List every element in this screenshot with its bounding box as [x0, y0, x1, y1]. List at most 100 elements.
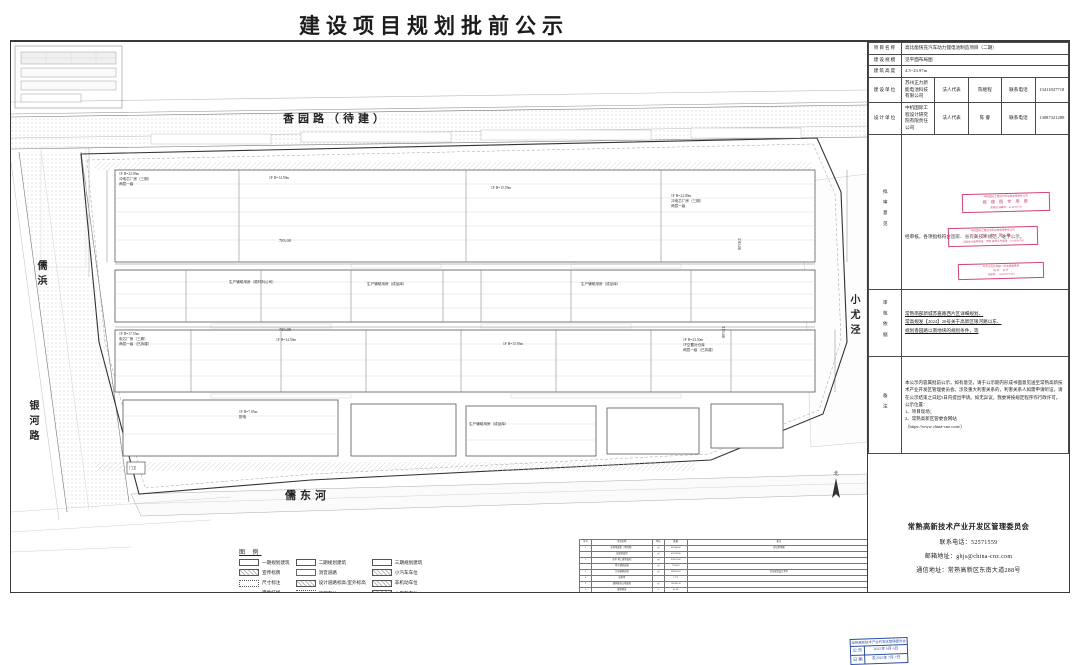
footer-email-row: 邮箱地址：ghjs@china-cnz.com [925, 551, 1013, 560]
basis-line: 常熟南部新城苏嘉路西片区详细规划、 [905, 310, 984, 316]
build-height-value: 4.5~23.97m [901, 65, 1069, 78]
road-label-xiangyuan: 香园路（待建） [283, 113, 388, 125]
legend-label: 二期规划建筑 [318, 559, 347, 565]
stamp-report-seal: 中机国际工程设计研究院有限责任公司 报 建 图 专 用 章 资质证书编号：A14… [961, 191, 1051, 213]
building-note: 生产辅助用房（原材料公司） [229, 280, 276, 285]
build-unit-rep-label: 法人代表 [934, 76, 969, 103]
legend-label: 尺寸标注 [262, 580, 281, 586]
legend-item: 用地红线 [239, 590, 290, 592]
building-storeys: 两层一级（已拆建） [119, 341, 152, 346]
table-row-basis: 审核依据 常熟南部新城苏嘉路西片区详细规划、 常高规发【2024】20号关于高新… [849, 288, 1069, 665]
econ-cell: 容积率 [590, 574, 653, 582]
legend-item: 非机动车位 [371, 579, 423, 587]
project-name-value: 高比能快充汽车动力锂电池制造项目（二期） [901, 42, 1069, 55]
econ-cell: 建筑密度 [590, 586, 653, 592]
basis-cell: 常熟南部新城苏嘉路西片区详细规划、 常高规发【2024】20号关于高新区银河路以… [849, 288, 1069, 665]
legend-item: 宣传标牌 [239, 569, 290, 577]
panel-divider [867, 41, 868, 593]
legend-column: 三期规划建筑 小汽车车位 非机动车位 大巴车车位 绿地 [371, 559, 423, 592]
footer-addr: 常熟高新区东南大道288号 [947, 568, 1021, 574]
footer-addr-label: 通信地址： [916, 568, 948, 574]
build-unit-tel-label: 联系电话 [1001, 76, 1036, 103]
stamp-drawing-seal: 中机国际工程设计研究院有限责任公司 定 图 专 用 章 工程设计资质等级：甲级 … [947, 225, 1039, 247]
legend-swatch-road [295, 569, 316, 577]
remark-paragraph[interactable]: （https://www.china-cnz.com/） [905, 423, 965, 429]
building-name: 门卫 [129, 466, 137, 470]
econ-cell [686, 550, 867, 558]
remark-label-text: 备注 [883, 392, 889, 414]
stamp-org: 中机国际工程设计研究院有限责任公司 [970, 227, 1015, 233]
remark-paragraph: 1、项目现场； [905, 409, 935, 415]
legend-item: 一期规划建筑 [239, 559, 290, 566]
opinion-label: 拟审意见 [868, 133, 902, 290]
econ-cell [686, 562, 867, 570]
legend-swatch-rect [371, 559, 392, 566]
legend-label: 大巴车车位 [395, 591, 418, 592]
building-height: 1F H=7.05m [239, 410, 258, 414]
design-unit-tel-label: 联系电话 [1001, 101, 1036, 135]
building-height: 1F H=22.09m [119, 172, 140, 176]
building-name: 配电 [239, 414, 247, 419]
remark-paragraph: 公示位置： [905, 401, 928, 407]
design-unit-rep: 陈 睿 [967, 101, 1003, 135]
remark-label: 备注 [868, 355, 902, 454]
row-label: 建设规模 [868, 53, 902, 67]
remark-text: 本公示内容属批前公示，如有意见，请于公示期内形成书面意见送至常熟高新技术产业开发… [905, 379, 1065, 430]
building-note: 1F H=23.50m 1F空置补仓库 两层一级（已拆建） [683, 338, 715, 353]
row-label: 项目名称 [868, 42, 902, 55]
building-note: 1F H=7.05m 配电 [239, 410, 257, 420]
table-row-design-unit: 设计单位 中机国际工程设计研究院有限责任公司 法人代表 陈 睿 联系电话 130… [868, 101, 1070, 135]
legend-label: 装卸车位 [319, 591, 337, 592]
legend: 图 例 一期规划建筑 宣传标牌 尺寸标注 用地红线 围墙 地下水池 厂区出入口 … [239, 547, 454, 592]
econ-cell [686, 580, 867, 588]
stamp-cert: 资质证书编号：A142000768 [990, 205, 1023, 210]
legend-swatch-sign [239, 569, 259, 577]
stamp-architect-seal: 中华人民共和国一级注册建筑师 姓 名： 刘 怀 注册号： A2000875-85… [957, 261, 1045, 280]
footer-tel-row: 联系电话：52571559 [940, 537, 998, 546]
econ-cell: 41.89 [663, 586, 688, 592]
building-height: 1F H=15.95m [503, 342, 524, 346]
stamp-no: A2000875-853 [998, 271, 1015, 276]
econ-cell: 详见规划设计条件 [686, 568, 867, 576]
public-notice-page: 建设项目规划批前公示 [10, 14, 1070, 665]
building-height: 1F H=14.59m [269, 176, 290, 180]
legend-label: 三期规划建筑 [394, 559, 423, 565]
building-height: 1F H=15.59m [491, 186, 512, 190]
page-title: 建设项目规划批前公示 [299, 14, 569, 38]
stamp-cert2: 资质证书编号：A142000768 [991, 238, 1024, 243]
footer-email[interactable]: ghjs@china-cnz.com [956, 554, 1013, 560]
building-name: 生产辅助用房（成品库） [469, 422, 509, 426]
stamp-org: 中华人民共和国一级注册建筑师 [982, 264, 1020, 269]
footer-contact: 常熟高新技术产业开发区管理委员会 联系电话：52571559 邮箱地址：ghjs… [868, 504, 1069, 592]
date-stamp-key: 日 期 [851, 655, 866, 664]
legend-column: 二期规划建筑 消音道路 设计道路标高/室外标高 装卸车位 室外线上景观 充电桩车… [295, 559, 366, 592]
building-name: 1F空置补仓库 [683, 342, 705, 347]
building-name: 电芯厂房（三期） [119, 336, 148, 341]
road-label-rubang: 儒浜 [35, 260, 46, 290]
road-label-yinhe: 银河路 [27, 400, 38, 445]
building-note: 1F H=15.59m [491, 186, 511, 191]
legend-column: 一期规划建筑 宣传标牌 尺寸标注 用地红线 围墙 地下水池 厂区出入口 [239, 559, 290, 592]
econ-header-cell: 备注 [686, 539, 867, 546]
site-plan-drawing: 北 [11, 89, 867, 553]
site-plan[interactable]: 北 香园路（待建） 儒浜 银河路 儒东河 小尤泾 1F H=22.09m 冲电芯… [11, 42, 867, 592]
building-storeys: 两层一级 [671, 203, 686, 208]
building-note: 1F H=15.95m [503, 342, 523, 347]
table-row-build-unit: 建设单位 苏州正力新能电池科技有限公司 法人代表 陈继程 联系电话 134118… [868, 76, 1070, 103]
legend-title: 图 例 [239, 550, 262, 556]
dimension-label: 230.00 [737, 238, 742, 251]
legend-item: 装卸车位 [295, 590, 366, 592]
building-note: 1F H=14.59m [269, 176, 289, 181]
legend-item: 二期规划建筑 [295, 559, 366, 566]
building-note: 1F H=22.09m 冲电芯厂房（三期） 两层一级 [671, 194, 703, 209]
build-unit-name: 苏州正力新能电池科技有限公司 [900, 76, 936, 103]
remark-cell: 本公示内容属批前公示，如有意见，请于公示期内形成书面意见送至常熟高新技术产业开发… [901, 355, 1069, 454]
econ-cell: 总用地面积（净用地） [590, 544, 653, 552]
date-stamp: 常熟高新技术产业开发区管理委员会 公 示 2025年 6月 6日 日 期 至20… [849, 636, 909, 665]
building-height: 1F H=17.55m [119, 332, 140, 336]
